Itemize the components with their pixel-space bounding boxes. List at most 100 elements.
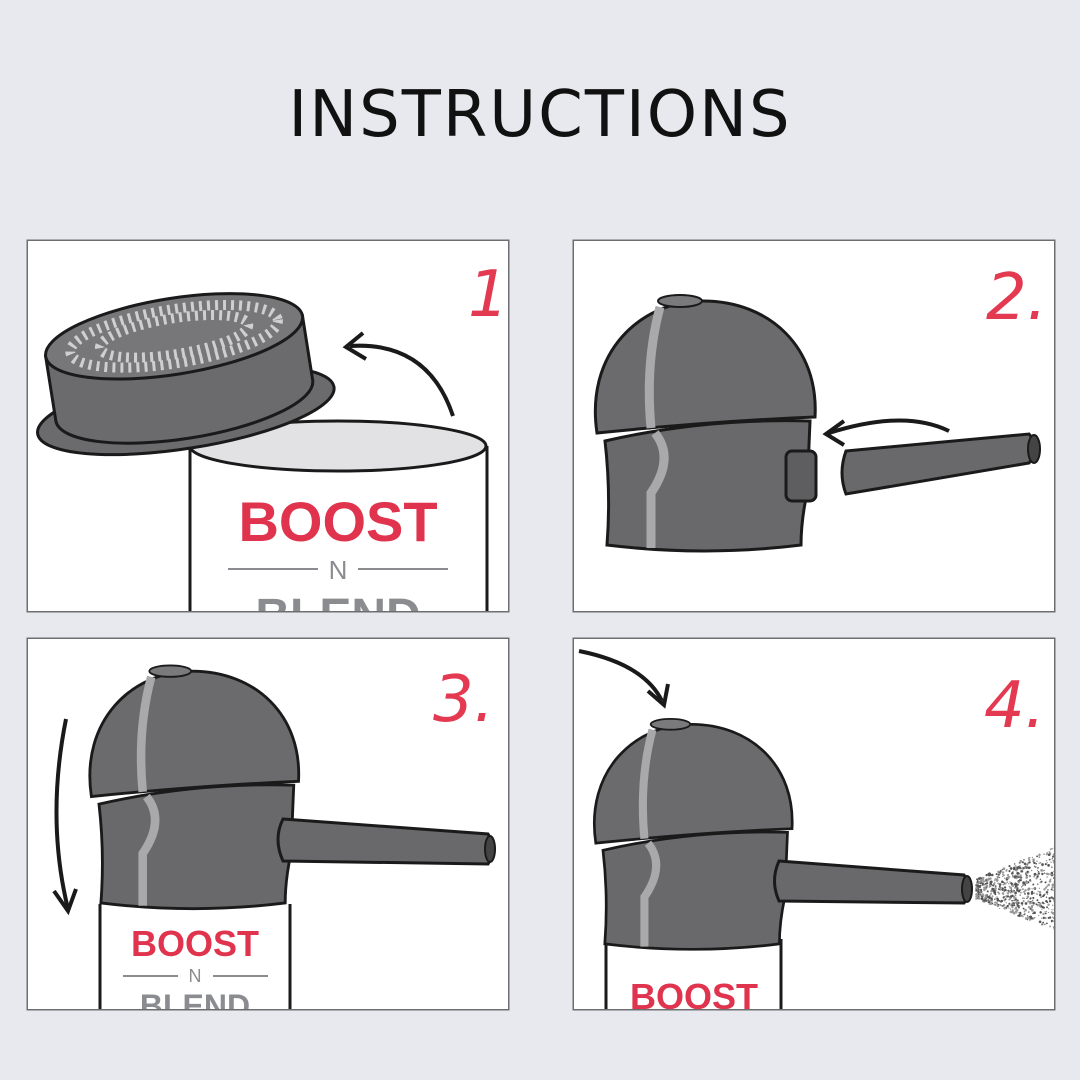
spray-particle: [1037, 890, 1039, 893]
spray-particle: [1022, 900, 1025, 903]
spray-particle: [1019, 894, 1022, 896]
spray-particle: [1052, 897, 1054, 900]
spray-particle: [1023, 911, 1026, 913]
spray-particle: [1017, 912, 1019, 914]
spray-particle: [1019, 859, 1023, 863]
spray-particle: [1022, 881, 1025, 884]
spray-particle: [1053, 917, 1054, 919]
spray-particle: [1018, 913, 1021, 916]
spray-particle: [1049, 848, 1052, 851]
brand-n: N: [329, 555, 348, 585]
spray-particle: [1004, 898, 1007, 901]
spray-particle: [996, 899, 1000, 902]
spray-particle: [993, 903, 996, 906]
spray-particle: [1036, 883, 1039, 886]
spray-particle: [1002, 873, 1004, 875]
cap: [36, 292, 336, 457]
spray-particle: [1013, 867, 1015, 870]
spray-particle: [977, 897, 981, 900]
spray-particle: [1053, 926, 1054, 929]
spray-particle: [1032, 904, 1035, 906]
spray-particle: [1004, 877, 1006, 880]
arrow-icon: [342, 331, 455, 417]
spray-particle: [1039, 878, 1042, 881]
spray-particle: [991, 895, 994, 898]
spray-particle: [1000, 880, 1004, 884]
spray-particle: [1050, 920, 1053, 923]
spray-particle: [1010, 889, 1012, 892]
spray-particle: [995, 901, 999, 905]
spray-particle: [989, 899, 992, 902]
spray-particle: [1032, 883, 1035, 886]
spray-particle: [989, 901, 993, 905]
spray-particle: [985, 894, 988, 896]
spray-particle: [1041, 872, 1044, 876]
spray-particle: [1044, 923, 1046, 926]
spray-particle: [1053, 861, 1054, 864]
spray-particle: [1051, 858, 1053, 860]
spray-particle: [1001, 875, 1004, 877]
spray-particle: [1001, 892, 1005, 895]
spray-particle: [1043, 872, 1046, 874]
spray-particle: [1044, 886, 1048, 889]
spray-particle: [977, 890, 980, 894]
spray-particle: [977, 880, 981, 884]
spray-particle: [1019, 892, 1022, 894]
spray-particle: [994, 878, 997, 880]
spray-particle: [1029, 898, 1031, 900]
spray-particle: [981, 878, 985, 881]
step-number: 2.: [986, 261, 1047, 335]
spray-particle: [1014, 877, 1016, 880]
spray-particle: [1019, 874, 1022, 877]
spray-particle: [1006, 868, 1008, 871]
spray-particle: [990, 880, 993, 884]
spray-particle: [984, 882, 987, 885]
spray-particle: [1043, 888, 1046, 891]
spray-particle: [1002, 867, 1006, 871]
spray-particle: [1003, 906, 1007, 910]
spray-particle: [1002, 871, 1005, 874]
spray-particle: [1009, 910, 1013, 914]
spray-particle: [1042, 869, 1044, 872]
spray-particle: [1013, 890, 1015, 892]
spray-particle: [1048, 900, 1052, 903]
spray-particle: [990, 893, 992, 895]
spray-particle: [1036, 855, 1039, 858]
spray-particle: [1039, 911, 1042, 914]
spray-particle: [1047, 903, 1050, 906]
spray-particle: [1029, 901, 1031, 903]
spray-particle: [1041, 863, 1044, 866]
spray-particle: [980, 897, 983, 900]
spray-particle: [1049, 925, 1052, 928]
spray-particle: [987, 899, 989, 901]
spray-particle: [1019, 911, 1022, 915]
spray-particle: [1043, 853, 1045, 855]
spray-particle: [1038, 903, 1041, 906]
spray-particle: [1051, 886, 1054, 889]
spray-particle: [1014, 907, 1017, 910]
spray-particle: [989, 895, 991, 897]
spray-particle: [1009, 886, 1013, 890]
can: BOOST: [604, 939, 783, 1009]
spray-particle: [1022, 907, 1025, 910]
spray-particle: [1020, 870, 1024, 873]
spray-particle: [1022, 888, 1024, 890]
spray-particle: [1009, 867, 1012, 870]
spray-particle: [1049, 878, 1052, 881]
spray-particle: [980, 891, 983, 893]
spray-head: [595, 295, 815, 551]
spray-particle: [1014, 898, 1018, 901]
brand-blend: BLEND: [255, 590, 420, 611]
spray-particle: [1010, 895, 1013, 898]
spray-particle: [1038, 893, 1042, 897]
spray-particle: [988, 884, 992, 888]
spray-particle: [1036, 875, 1039, 878]
spray-particle: [1045, 853, 1049, 856]
spray-particle: [1032, 896, 1035, 899]
spray-particle: [1007, 877, 1010, 880]
spray-particle: [1032, 901, 1035, 905]
spray-particle: [1038, 920, 1042, 924]
spray-particle: [1043, 869, 1046, 872]
spray-particle: [995, 879, 999, 882]
spray-particle: [1044, 911, 1046, 913]
